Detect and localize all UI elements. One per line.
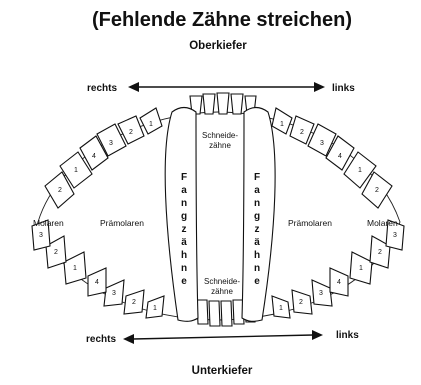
upper-right-molars <box>45 152 92 208</box>
svg-text:2: 2 <box>299 299 303 306</box>
lower-right-side-label: rechts <box>86 334 116 345</box>
svg-text:1: 1 <box>280 121 284 128</box>
svg-text:2: 2 <box>378 249 382 256</box>
lower-incisors-label-line1: Schneide- <box>204 277 240 286</box>
upper-left-premolars <box>272 108 354 170</box>
svg-text:3: 3 <box>109 140 113 147</box>
upper-direction-arrow <box>128 82 325 92</box>
svg-text:2: 2 <box>132 299 136 306</box>
svg-text:1: 1 <box>74 167 78 174</box>
left-canine-label: F a n g z ä h n e <box>254 172 260 287</box>
upper-left-molars <box>344 152 392 208</box>
svg-text:3: 3 <box>393 232 397 239</box>
svg-text:z: z <box>255 224 260 235</box>
svg-text:z: z <box>182 224 187 235</box>
right-molars-label: Molaren <box>33 218 64 228</box>
svg-text:4: 4 <box>92 153 96 160</box>
lower-left-premolars <box>272 268 348 318</box>
svg-text:2: 2 <box>300 129 304 136</box>
lower-jaw-label: Unterkiefer <box>192 365 253 377</box>
lower-right-molars <box>32 220 86 284</box>
svg-text:3: 3 <box>39 232 43 239</box>
upper-right-premolars <box>80 108 162 170</box>
svg-text:1: 1 <box>149 121 153 128</box>
upper-right-side-label: rechts <box>87 83 117 94</box>
svg-text:1: 1 <box>359 265 363 272</box>
svg-text:n: n <box>254 198 260 209</box>
upper-incisors-label-line1: Schneide- <box>202 131 238 140</box>
lower-incisors-label-line2: zähne <box>211 287 233 296</box>
svg-text:e: e <box>254 276 260 287</box>
svg-text:3: 3 <box>319 290 323 297</box>
page-title: (Fehlende Zähne streichen) <box>92 9 352 31</box>
svg-text:4: 4 <box>337 279 341 286</box>
svg-text:h: h <box>254 250 260 261</box>
svg-text:F: F <box>181 172 187 183</box>
left-molars-label: Molaren <box>367 218 398 228</box>
svg-text:n: n <box>181 263 187 274</box>
svg-text:1: 1 <box>358 167 362 174</box>
upper-jaw-label: Oberkiefer <box>189 40 247 52</box>
svg-text:1: 1 <box>153 305 157 312</box>
svg-text:2: 2 <box>54 249 58 256</box>
lower-direction-arrow <box>123 330 323 344</box>
svg-text:1: 1 <box>279 305 283 312</box>
svg-text:F: F <box>254 172 260 183</box>
svg-text:n: n <box>254 263 260 274</box>
lower-left-molars <box>350 220 404 284</box>
svg-text:e: e <box>181 276 187 287</box>
right-canine-label: F a n g z ä h n e <box>181 172 187 287</box>
svg-text:4: 4 <box>338 153 342 160</box>
svg-text:3: 3 <box>320 140 324 147</box>
svg-text:2: 2 <box>129 129 133 136</box>
svg-text:ä: ä <box>181 237 187 248</box>
svg-text:h: h <box>181 250 187 261</box>
upper-left-side-label: links <box>332 83 355 94</box>
svg-text:1: 1 <box>73 265 77 272</box>
svg-text:2: 2 <box>58 187 62 194</box>
svg-text:2: 2 <box>375 187 379 194</box>
svg-text:n: n <box>181 198 187 209</box>
svg-text:3: 3 <box>112 290 116 297</box>
svg-text:a: a <box>181 185 187 196</box>
lower-left-side-label: links <box>336 330 359 341</box>
svg-text:ä: ä <box>254 237 260 248</box>
upper-incisors-label-line2: zähne <box>209 141 231 150</box>
svg-text:a: a <box>254 185 260 196</box>
right-premolars-label: Prämolaren <box>100 218 144 228</box>
svg-text:g: g <box>181 211 187 222</box>
svg-text:g: g <box>254 211 260 222</box>
left-premolars-label: Prämolaren <box>288 218 332 228</box>
svg-text:4: 4 <box>95 279 99 286</box>
